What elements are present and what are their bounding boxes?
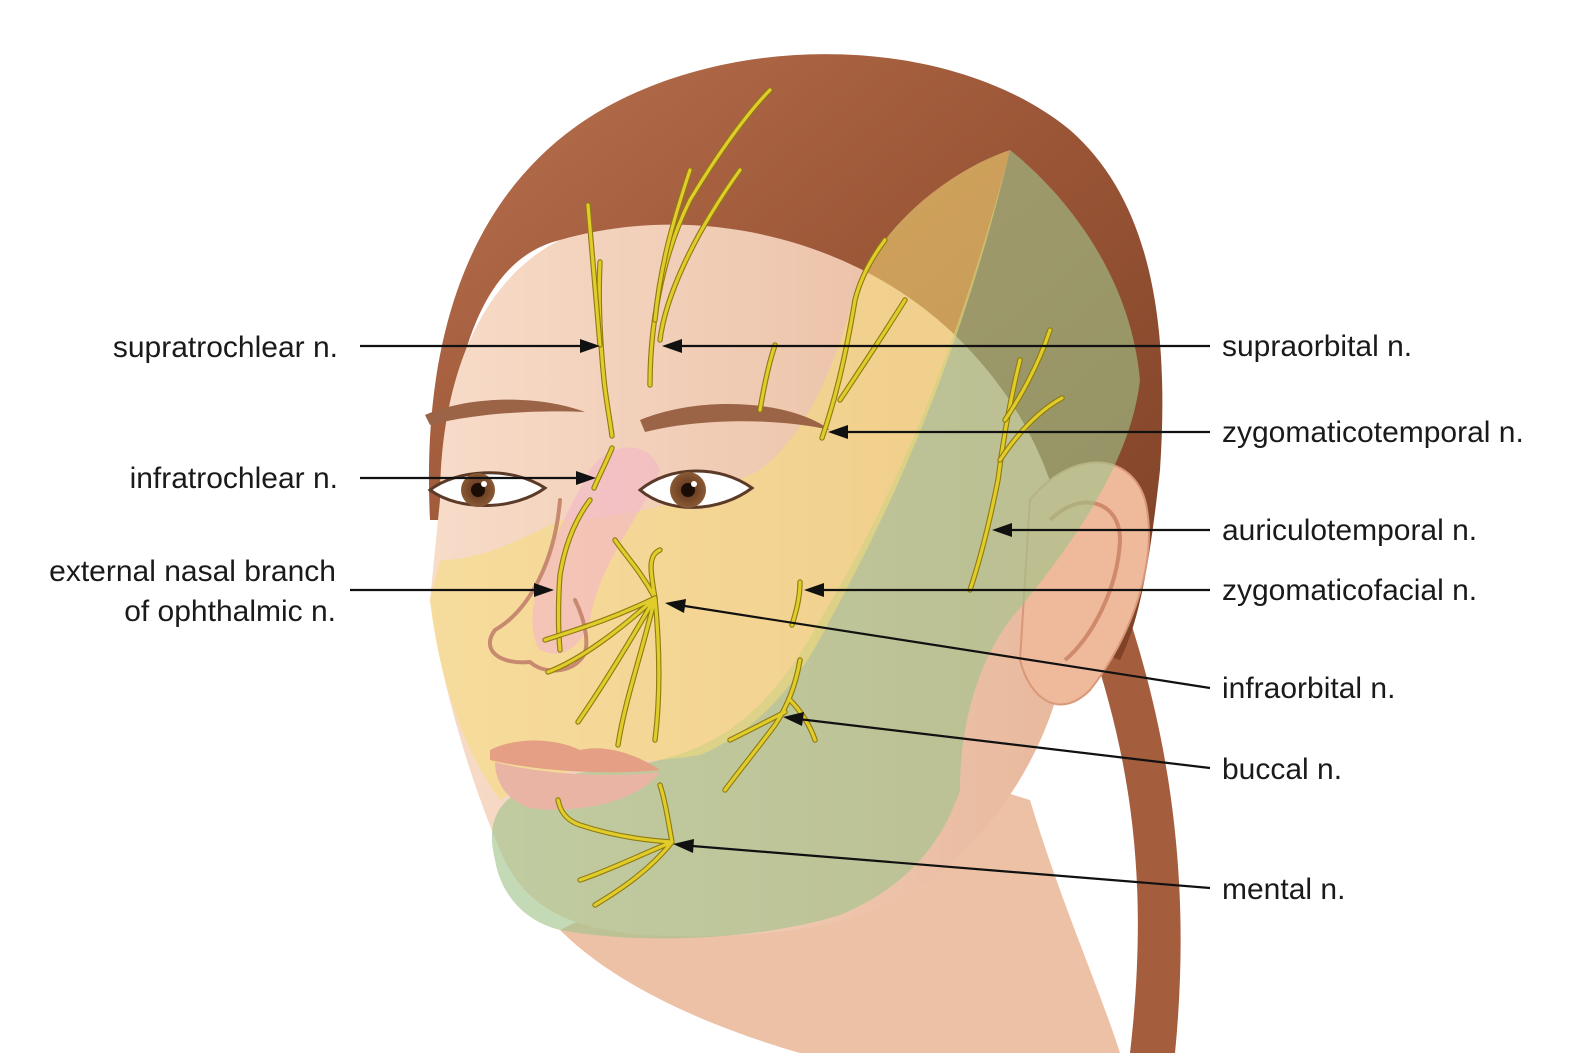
label-external-nasal-line2: of ophthalmic n. [124,595,336,628]
label-infratrochlear: infratrochlear n. [130,462,338,495]
ponytail [1090,620,1181,1053]
label-mental: mental n. [1222,873,1345,906]
labels-left: supratrochlear n. infratrochlear n. exte… [49,331,338,628]
label-zygomaticofacial: zygomaticofacial n. [1222,574,1477,607]
label-auriculotemporal: auriculotemporal n. [1222,514,1477,547]
label-zygomaticotemporal: zygomaticotemporal n. [1222,416,1524,449]
label-buccal: buccal n. [1222,753,1342,786]
head-illustration [425,54,1181,1053]
label-infraorbital: infraorbital n. [1222,672,1395,705]
labels-right: supraorbital n. zygomaticotemporal n. au… [1222,330,1524,906]
label-supratrochlear: supratrochlear n. [113,331,338,364]
label-external-nasal-line1: external nasal branch [49,555,336,588]
label-supraorbital: supraorbital n. [1222,330,1412,363]
